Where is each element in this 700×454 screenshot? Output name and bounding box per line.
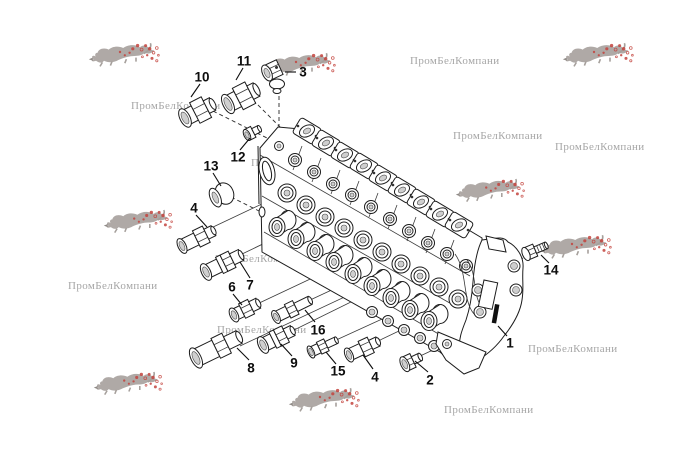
part-15-fitting xyxy=(306,336,339,359)
id-tag xyxy=(477,279,499,310)
part-label-1: 1 xyxy=(506,335,514,351)
watermark-text: ПромБелКомпани xyxy=(453,130,543,142)
watermark-text: ПромБелКомпани xyxy=(555,141,645,153)
watermark-text: ПромБелКомпани xyxy=(410,55,500,67)
part-label-7: 7 xyxy=(246,277,254,293)
part-label-13: 13 xyxy=(203,158,219,174)
part-2-plug xyxy=(399,352,424,373)
end-plate-part-1 xyxy=(435,235,524,375)
part-8-fitting xyxy=(188,329,244,369)
valve-inlet-face xyxy=(257,141,284,218)
fittings xyxy=(176,59,549,373)
part-label-16: 16 xyxy=(310,322,326,338)
part-6-fitting xyxy=(228,297,262,323)
part-label-4a: 4 xyxy=(190,200,198,216)
part-9-fitting xyxy=(256,324,296,354)
part-12-plug xyxy=(242,124,263,142)
part-label-12: 12 xyxy=(230,149,246,165)
part-13-cap xyxy=(208,182,235,208)
part-label-8: 8 xyxy=(247,360,255,376)
watermark-text: ПромБелКомпани xyxy=(68,280,158,292)
watermark-text: ПромБелКомпани xyxy=(528,343,618,355)
part-label-9: 9 xyxy=(290,355,298,371)
part-label-4b: 4 xyxy=(371,369,379,385)
part-3-elbow xyxy=(261,59,285,94)
valve-body xyxy=(257,116,483,369)
part-label-2: 2 xyxy=(426,372,434,388)
part-label-14: 14 xyxy=(543,262,559,278)
part-label-3: 3 xyxy=(299,64,307,80)
part-14-bolt xyxy=(521,241,549,262)
watermark-text: ПромБелКомпани xyxy=(444,404,534,416)
part-4-fitting-left xyxy=(176,225,217,254)
valve-bottom-ports xyxy=(366,306,440,352)
part-7-fitting xyxy=(199,248,245,281)
part-16-fitting xyxy=(271,295,314,324)
part-label-6: 6 xyxy=(228,279,236,295)
part-4-fitting-bottom xyxy=(343,336,382,363)
part-label-10: 10 xyxy=(194,69,210,85)
part-10-plug xyxy=(178,96,217,128)
label-leader-lines xyxy=(190,67,550,373)
part-label-11: 11 xyxy=(236,53,252,69)
black-mark xyxy=(491,304,500,324)
part-label-15: 15 xyxy=(330,363,346,379)
part-11-plug xyxy=(220,81,261,115)
